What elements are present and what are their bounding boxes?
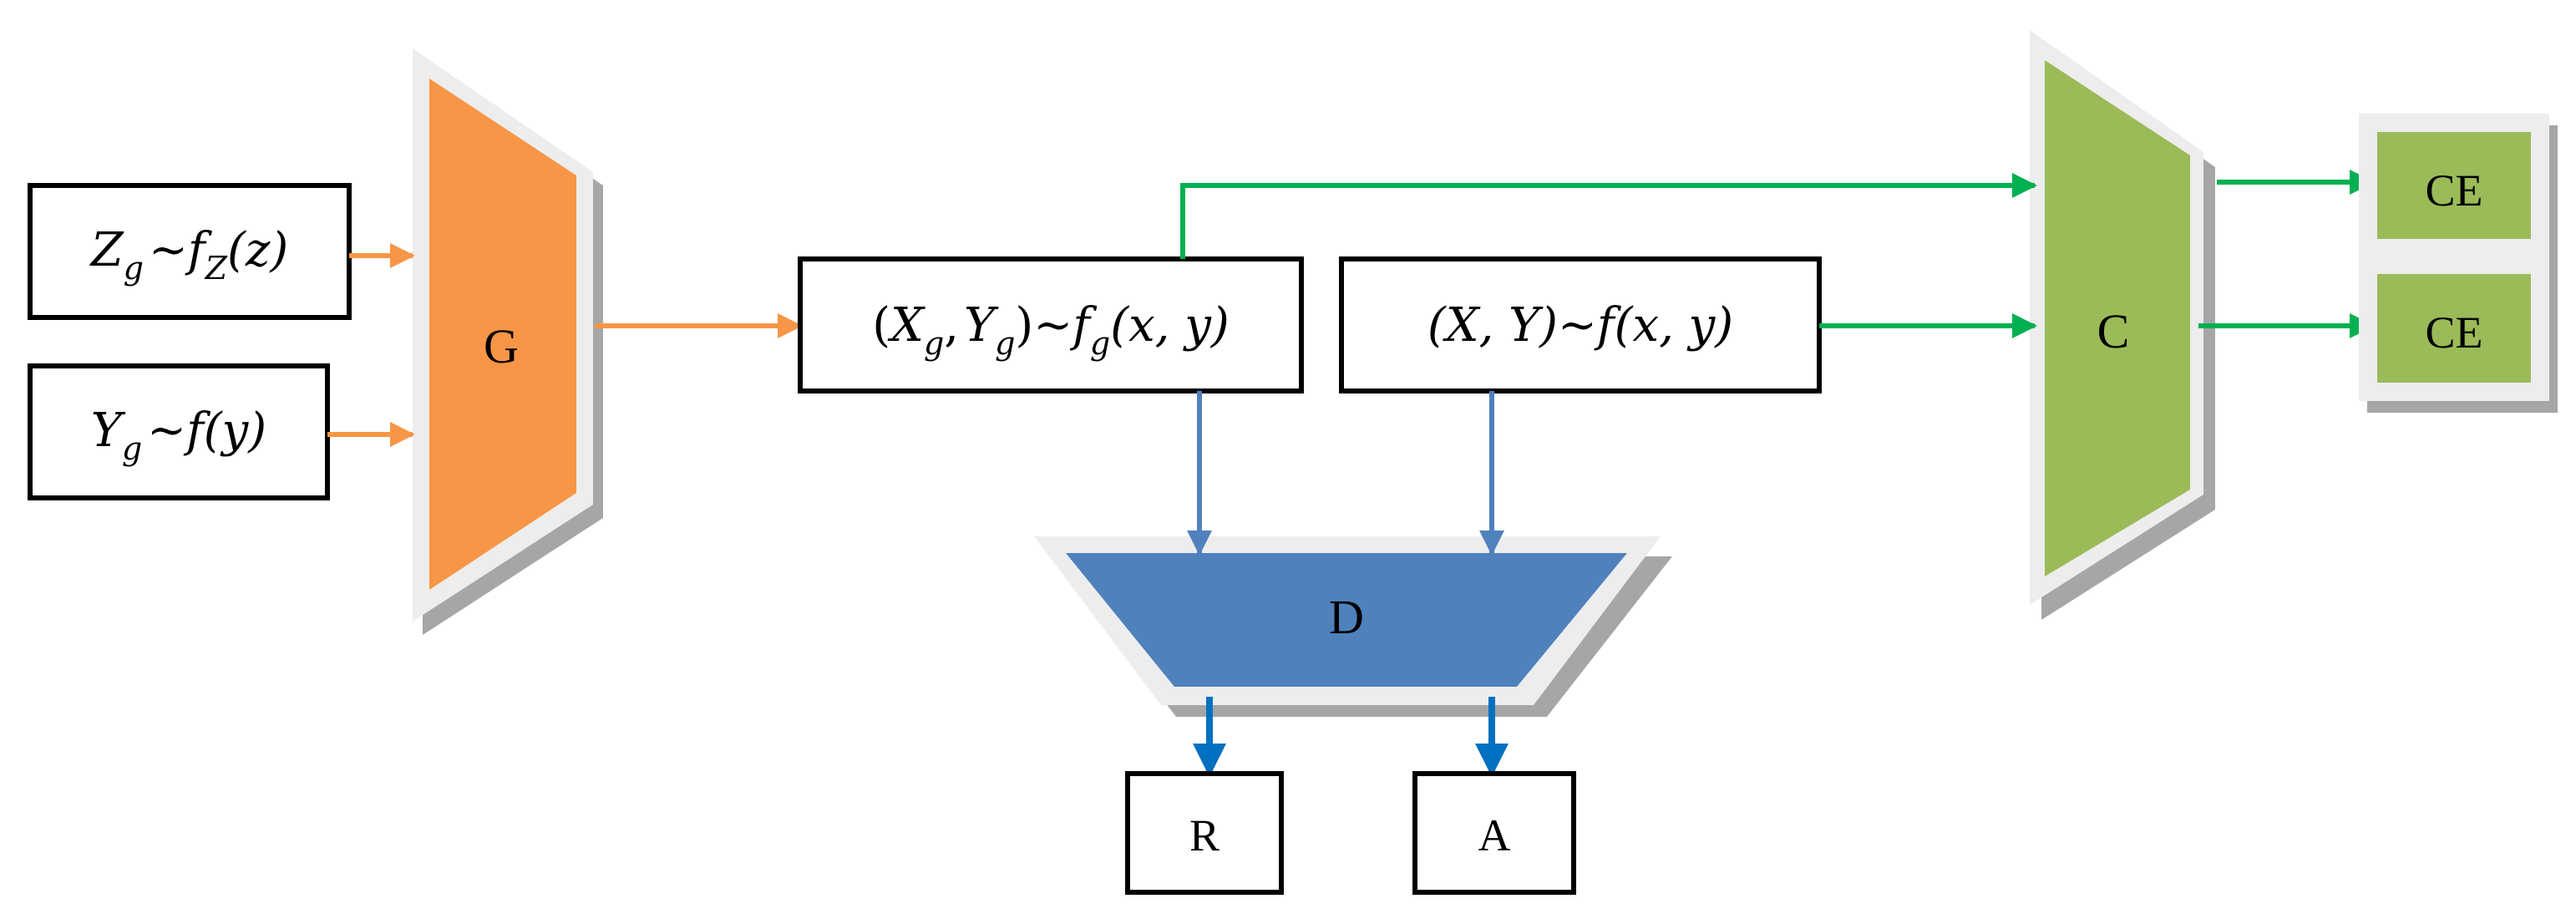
generator-label: G: [484, 319, 519, 373]
classifier-block: C: [2030, 30, 2215, 620]
ce-top-label: CE: [2425, 165, 2482, 216]
noise-input-box: Zg~fZ(z): [28, 183, 352, 320]
ce-top-box: CE: [2377, 132, 2531, 239]
ce-bottom-label: CE: [2425, 307, 2482, 358]
generated-pair-box: (Xg,Yg)~fg(x, y): [798, 256, 1304, 393]
ce-bottom-box: CE: [2377, 274, 2531, 383]
generated-pair-label: (Xg,Yg)~fg(x, y): [872, 298, 1230, 362]
output-a-label: A: [1478, 810, 1511, 861]
discriminator-block: D: [1034, 536, 1672, 717]
discriminator-label: D: [1329, 590, 1364, 644]
label-input-box: Yg~f(y): [28, 363, 330, 500]
output-a-box: A: [1412, 771, 1576, 895]
real-pair-box: (X, Y)~f(x, y): [1339, 256, 1822, 393]
arrow-generated-pair-to-classifier: [1180, 173, 2037, 259]
output-r-box: R: [1125, 771, 1284, 895]
generator-block: G: [413, 48, 603, 635]
real-pair-label: (X, Y)~f(x, y): [1427, 298, 1733, 353]
noise-input-label: Zg~fZ(z): [89, 223, 289, 287]
label-input-label: Yg~f(y): [91, 404, 266, 467]
classifier-label: C: [2097, 304, 2130, 358]
output-r-label: R: [1189, 810, 1220, 861]
